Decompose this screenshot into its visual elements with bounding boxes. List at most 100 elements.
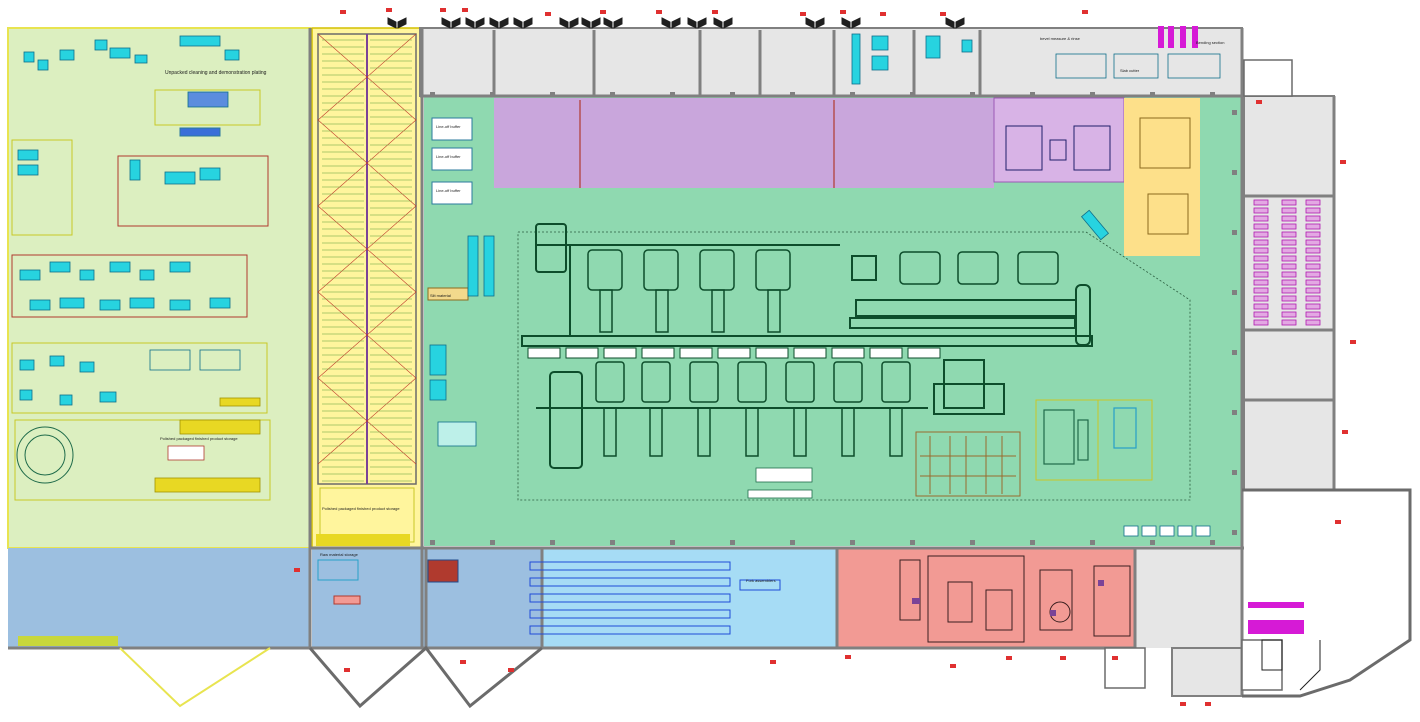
door-symbols xyxy=(387,17,965,29)
magenta-rack xyxy=(1281,295,1297,302)
magenta-rack xyxy=(1305,247,1321,254)
outer-angled-walls xyxy=(308,488,1412,709)
light-blue-labels: Fork assemblers Raw material storage xyxy=(320,552,776,583)
door-symbol xyxy=(687,17,697,29)
lower-station xyxy=(881,361,911,403)
orange-zone xyxy=(1124,98,1200,256)
red-tag xyxy=(386,8,392,12)
red-tag xyxy=(1180,702,1186,706)
column-marker xyxy=(1232,230,1237,235)
zone-fills xyxy=(7,27,1335,697)
right-station xyxy=(1017,251,1059,285)
magenta-rack xyxy=(1305,311,1321,318)
column-marker xyxy=(610,540,615,545)
magenta-rack xyxy=(1253,215,1269,222)
magenta-rack xyxy=(1305,295,1321,302)
top-right-labels: bevel measure & rinse Slab cutter Bendin… xyxy=(1040,36,1224,73)
magenta-rack xyxy=(1281,279,1297,286)
right-magenta-racks xyxy=(1253,199,1321,326)
lower-station-leg xyxy=(889,407,903,457)
door-symbol xyxy=(661,17,671,29)
upper-station-leg xyxy=(655,289,669,333)
conveyor xyxy=(529,625,731,635)
red-tag xyxy=(712,10,718,14)
slit-area-label: Slit material xyxy=(430,293,451,298)
red-tag xyxy=(545,12,551,16)
magenta-rack xyxy=(1305,207,1321,214)
magenta-rack xyxy=(1305,263,1321,270)
lower-cell xyxy=(717,347,751,359)
magenta-rack xyxy=(1281,199,1297,206)
top-right-label-1: bevel measure & rinse xyxy=(1040,36,1081,41)
walls xyxy=(8,28,1336,696)
storage-rack-shelves xyxy=(322,39,412,482)
magenta-rack xyxy=(1253,255,1269,262)
column-marker xyxy=(490,92,495,97)
magenta-rack xyxy=(1253,303,1269,310)
column-marker xyxy=(430,92,435,97)
magenta-rack xyxy=(1305,255,1321,262)
conveyor-end xyxy=(739,579,781,591)
door-symbol xyxy=(723,17,733,29)
magenta-rack xyxy=(1253,207,1269,214)
right-tower-interior xyxy=(1261,639,1321,691)
left-zone-storage-label: Polished packaged finished product stora… xyxy=(160,436,238,441)
magenta-rack xyxy=(1305,279,1321,286)
lower-station xyxy=(737,361,767,403)
orange-zone-equipment xyxy=(1139,117,1191,235)
right-magenta-small xyxy=(1248,602,1304,634)
conveyor xyxy=(529,577,731,587)
column-marker xyxy=(1232,110,1237,115)
red-tag xyxy=(294,568,300,572)
red-tag xyxy=(1205,702,1211,706)
red-tag xyxy=(340,10,346,14)
column-marker xyxy=(970,92,975,97)
grey-zone-lower-right xyxy=(1135,548,1243,648)
magenta-rack xyxy=(1305,287,1321,294)
left-zone xyxy=(7,27,311,549)
red-tag xyxy=(1335,520,1341,524)
red-tag xyxy=(1340,160,1346,164)
door-symbol xyxy=(569,17,579,29)
column-marker xyxy=(1232,350,1237,355)
column-marker xyxy=(1232,410,1237,415)
column-marker xyxy=(550,540,555,545)
lower-cell xyxy=(527,347,561,359)
column-marker xyxy=(1150,540,1155,545)
production-stations-upper xyxy=(587,249,791,333)
lower-cell xyxy=(603,347,637,359)
column-marker xyxy=(1210,540,1215,545)
top-right-label-2: Slab cutter xyxy=(1120,68,1140,73)
column-marker xyxy=(790,540,795,545)
lower-station-leg xyxy=(649,407,663,457)
top-rooms-zone xyxy=(419,27,1243,97)
magenta-rack xyxy=(1253,319,1269,326)
lower-station-leg xyxy=(793,407,807,457)
magenta-rack xyxy=(1281,247,1297,254)
door-symbol xyxy=(387,17,397,29)
magenta-rack xyxy=(1253,263,1269,270)
column-marker xyxy=(1232,470,1237,475)
column-marker xyxy=(1030,92,1035,97)
column-marker xyxy=(490,540,495,545)
red-tag xyxy=(344,668,350,672)
lower-station-leg xyxy=(697,407,711,457)
lower-station xyxy=(641,361,671,403)
magenta-rack xyxy=(1253,271,1269,278)
column-marker xyxy=(1150,92,1155,97)
left-zone-cyan-equipment xyxy=(17,35,241,406)
lower-cell xyxy=(679,347,713,359)
buffer-label-2: Line-off buffer xyxy=(436,154,461,159)
rack-grid-brown xyxy=(915,431,1021,497)
red-tag xyxy=(440,8,446,12)
column-marker xyxy=(550,92,555,97)
magenta-rack xyxy=(1281,263,1297,270)
door-symbol xyxy=(955,17,965,29)
magenta-rack xyxy=(1281,223,1297,230)
upper-station-leg xyxy=(767,289,781,333)
magenta-rack xyxy=(1281,239,1297,246)
door-symbol xyxy=(489,17,499,29)
door-symbol xyxy=(841,17,851,29)
red-tag xyxy=(600,10,606,14)
buffer-labels: Line-off buffer Line-off buffer Line-off… xyxy=(430,124,461,298)
